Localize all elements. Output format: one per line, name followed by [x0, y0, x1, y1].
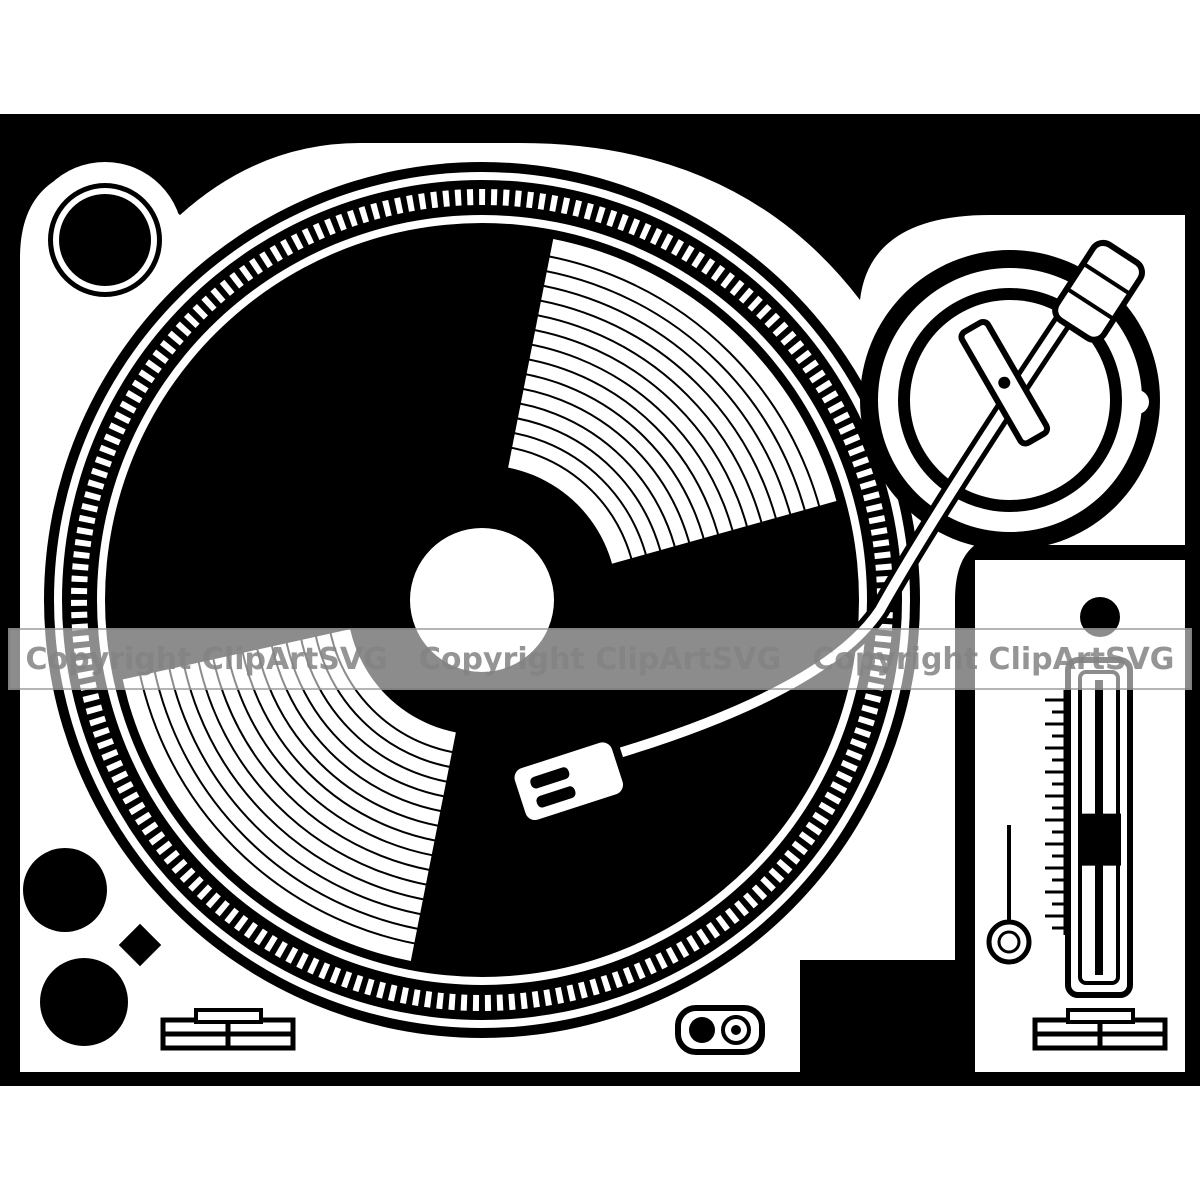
speed-33-button[interactable] — [23, 848, 107, 932]
start-stop-button[interactable] — [160, 1008, 296, 1051]
panel-divider — [800, 960, 975, 1072]
pitch-scale — [1045, 690, 1067, 935]
record-label — [410, 528, 554, 672]
speed-45-button[interactable] — [40, 958, 128, 1046]
speed-buttons[interactable] — [23, 848, 162, 1046]
power-knob[interactable] — [27, 162, 183, 318]
counterweight[interactable] — [1051, 238, 1147, 344]
arm-lift-lever[interactable] — [958, 319, 1051, 447]
right-base-button[interactable] — [1032, 1008, 1168, 1051]
pitch-reset-dot — [1080, 597, 1120, 637]
tonearm[interactable] — [506, 238, 1147, 829]
speed-selector[interactable] — [675, 1005, 765, 1055]
headshell[interactable] — [506, 734, 632, 829]
target-light[interactable] — [986, 825, 1032, 965]
pitch-fader-knob[interactable] — [1079, 813, 1121, 866]
